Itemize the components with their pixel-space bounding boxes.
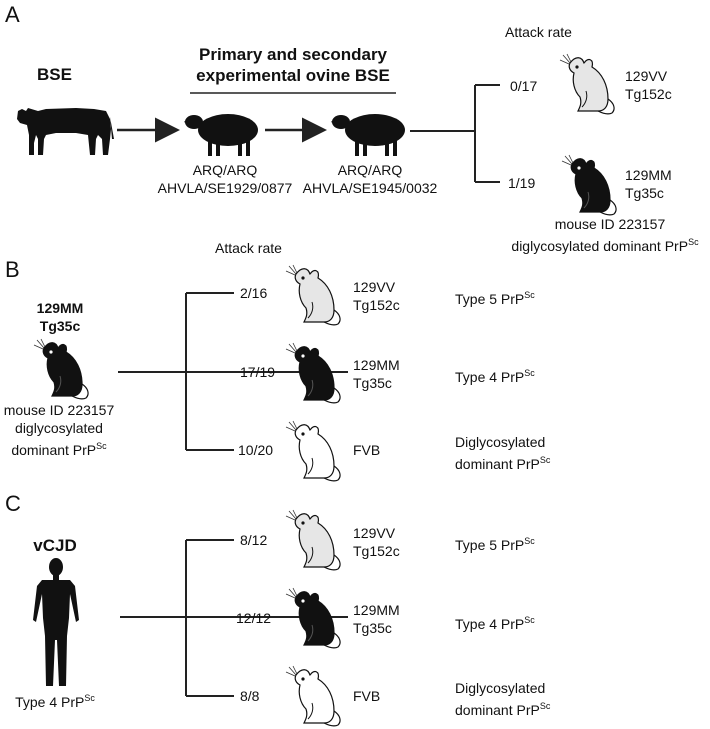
- strain-c-1-line1: 129VV: [353, 525, 396, 541]
- source-strain-line1: 129MM: [36, 300, 84, 316]
- cow-icon: [17, 108, 114, 155]
- mouse-icon: [561, 154, 617, 216]
- strain-b-2-line2: Tg35c: [353, 375, 392, 391]
- attack-rate-a-1: 0/17: [510, 78, 538, 94]
- strain-a-2-line2: Tg35c: [625, 185, 664, 201]
- result-c-3-line1: Diglycosylated: [455, 680, 546, 696]
- panel-label-c: C: [5, 491, 21, 516]
- diglycosylated-note: diglycosylated dominant PrPSc: [511, 237, 699, 254]
- source-diglycosylated: diglycosylated: [15, 420, 103, 436]
- vcjd-label: vCJD: [33, 536, 77, 555]
- panel-label-a: A: [5, 2, 20, 27]
- sheep-icon: [184, 114, 258, 156]
- attack-rate-c-1: 8/12: [240, 532, 268, 548]
- result-c-3-line2: dominant PrPSc: [455, 701, 551, 718]
- attack-rate-b-2: 17/19: [240, 364, 276, 380]
- mouse-icon: [285, 264, 341, 326]
- mouse-icon: [285, 342, 341, 404]
- result-c-1: Type 5 PrPSc: [455, 536, 535, 553]
- mouse-icon: [285, 509, 341, 571]
- strain-b-3-line1: FVB: [353, 442, 381, 458]
- mouse-icon: [285, 665, 341, 727]
- source-strain-line2: Tg35c: [39, 318, 81, 334]
- attack-rate-a-2: 1/19: [508, 175, 536, 191]
- attack-rate-label-b: Attack rate: [215, 240, 282, 256]
- strain-b-2-line1: 129MM: [353, 357, 400, 373]
- attack-rate-b-1: 2/16: [240, 285, 268, 301]
- mouse-id-note: mouse ID 223157: [554, 216, 666, 232]
- source-dominant: dominant PrPSc: [11, 441, 107, 458]
- sheep2-id: AHVLA/SE1945/0032: [302, 180, 438, 196]
- human-icon: [33, 558, 79, 686]
- attack-rate-b-3: 10/20: [238, 442, 274, 458]
- attack-rate-label-a: Attack rate: [505, 24, 572, 40]
- strain-c-1-line2: Tg152c: [353, 543, 400, 559]
- result-b-3-line1: Diglycosylated: [455, 434, 546, 450]
- strain-a-1-line1: 129VV: [625, 68, 668, 84]
- sheep-icon: [331, 114, 405, 156]
- result-c-2: Type 4 PrPSc: [455, 615, 535, 632]
- mouse-icon: [559, 53, 615, 115]
- mouse-icon: [33, 338, 89, 400]
- attack-rate-c-3: 8/8: [240, 688, 260, 704]
- strain-c-3-line1: FVB: [353, 688, 381, 704]
- mouse-icon: [285, 587, 341, 649]
- strain-a-1-line2: Tg152c: [625, 86, 672, 102]
- bse-label: BSE: [37, 65, 72, 84]
- source-mouse-id: mouse ID 223157: [3, 402, 115, 418]
- attack-rate-c-2: 12/12: [236, 610, 272, 626]
- mouse-icon: [285, 420, 341, 482]
- strain-c-2-line2: Tg35c: [353, 620, 392, 636]
- strain-b-1-line1: 129VV: [353, 279, 396, 295]
- sheep1-id: AHVLA/SE1929/0877: [157, 180, 293, 196]
- strain-c-2-line1: 129MM: [353, 602, 400, 618]
- panel-label-b: B: [5, 257, 20, 282]
- result-b-3-line2: dominant PrPSc: [455, 455, 551, 472]
- vcjd-type-note: Type 4 PrPSc: [15, 693, 95, 710]
- sheep1-genotype: ARQ/ARQ: [192, 162, 258, 178]
- sheep2-genotype: ARQ/ARQ: [337, 162, 403, 178]
- panel-a-title-line2: experimental ovine BSE: [196, 66, 390, 85]
- result-b-2: Type 4 PrPSc: [455, 368, 535, 385]
- strain-a-2-line1: 129MM: [625, 167, 672, 183]
- result-b-1: Type 5 PrPSc: [455, 290, 535, 307]
- strain-b-1-line2: Tg152c: [353, 297, 400, 313]
- panel-a-title-line1: Primary and secondary: [198, 45, 388, 64]
